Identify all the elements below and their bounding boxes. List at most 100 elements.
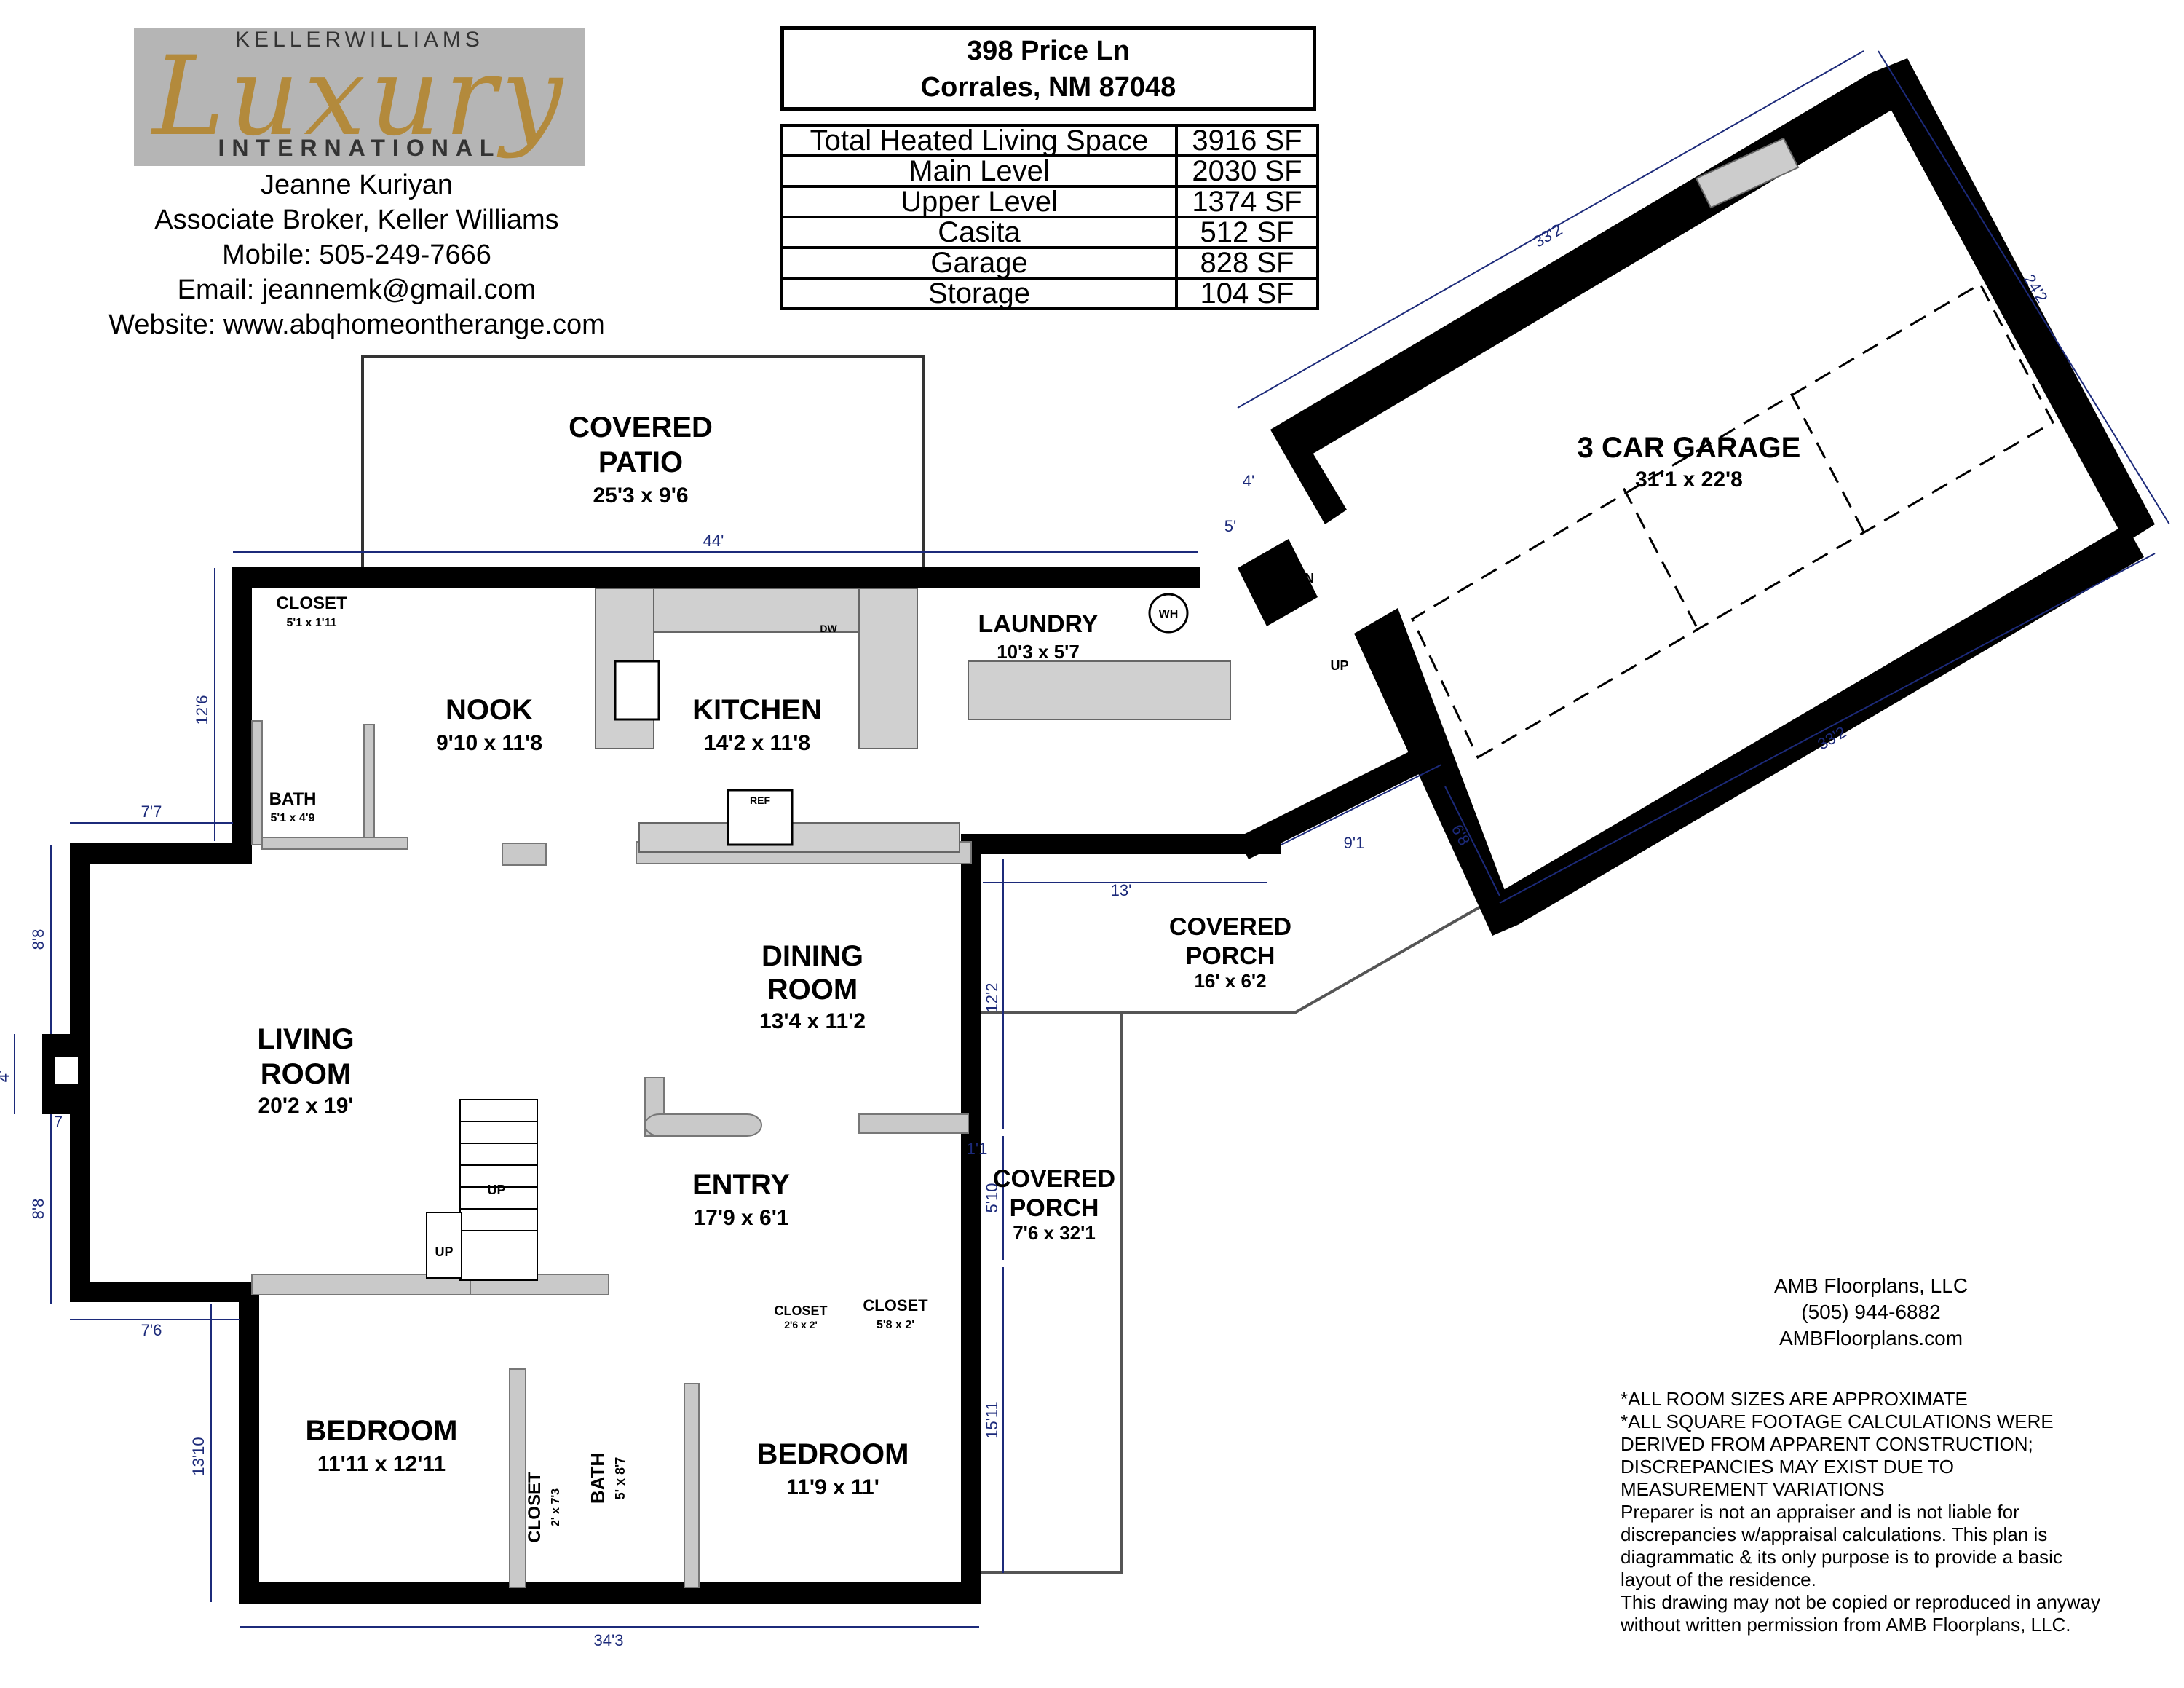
- address-line2: Corrales, NM 87048: [920, 72, 1176, 103]
- garage-wall-inner: [1354, 608, 1518, 936]
- garage-wall-east: [1871, 58, 2155, 543]
- closet-nw-size: 5'1 x 1'11: [286, 617, 336, 629]
- closet-nw-label: CLOSET: [276, 593, 347, 613]
- porch-ne-label-1: COVERED: [1169, 913, 1291, 941]
- sf-value: 512 SF: [1175, 216, 1319, 249]
- wall-living-north: [70, 843, 252, 864]
- wall-porch-north: [961, 834, 1281, 854]
- porch-ne-size: 16' x 6'2: [1194, 970, 1266, 992]
- note-line: layout of the residence.: [1621, 1569, 1816, 1590]
- dim-porch-top: 13': [1111, 881, 1132, 899]
- garage-dn-label: DN: [1295, 571, 1314, 585]
- porch-ne-outline: [1121, 894, 1500, 1014]
- note-line: *ALL ROOM SIZES ARE APPROXIMATE: [1621, 1388, 1968, 1410]
- porch-e-label-1: COVERED: [993, 1165, 1115, 1193]
- agent-email: Email: jeannemk@gmail.com: [177, 275, 537, 305]
- closet-entry-size: 5'8 x 2': [877, 1319, 914, 1331]
- dim-bed-e-height: 15'11: [983, 1401, 1001, 1439]
- sf-label: Upper Level: [780, 185, 1178, 218]
- dining-size: 13'4 x 11'2: [759, 1009, 866, 1033]
- closet-bed-label: CLOSET: [525, 1472, 545, 1543]
- wall-north: [232, 567, 1200, 588]
- dim-dining-east: 12'2: [983, 983, 1001, 1013]
- entry-label: ENTRY: [692, 1169, 790, 1201]
- dim-bottom: 34'3: [594, 1631, 624, 1649]
- garage-wall-north: [1270, 73, 1893, 466]
- agent-title: Associate Broker, Keller Williams: [154, 205, 559, 235]
- exterior-walls: [70, 567, 1281, 1604]
- stairs-up-label-2: UP: [435, 1245, 453, 1259]
- bath-s-size: 5' x 8'7: [613, 1457, 628, 1500]
- nook-label: NOOK: [446, 694, 533, 726]
- kitchen-size: 14'2 x 11'8: [704, 731, 810, 755]
- sf-label: Casita: [780, 216, 1178, 249]
- garage-label: 3 CAR GARAGE: [1578, 432, 1801, 464]
- sf-value: 104 SF: [1175, 277, 1319, 310]
- dim-bed-height: 13'10: [189, 1437, 207, 1475]
- wall-bed-west: [239, 1282, 259, 1602]
- agent-website: Website: www.abqhomeontherange.com: [108, 309, 605, 340]
- water-heater-icon: [1148, 593, 1189, 634]
- counter-east: [858, 588, 918, 749]
- bedroom-w-label: BEDROOM: [306, 1415, 458, 1447]
- logo-script-text: Luxury: [152, 33, 567, 160]
- note-line: DERIVED FROM APPARENT CONSTRUCTION;: [1621, 1433, 2033, 1455]
- dim-living-south: 8'8: [29, 1199, 47, 1220]
- garage-size: 31'1 x 22'8: [1635, 468, 1743, 492]
- kitchen-label: KITCHEN: [692, 694, 822, 726]
- wall-living-south: [70, 1282, 259, 1302]
- dining-label-1: DINING: [761, 940, 863, 972]
- wall-bed-north: [251, 1274, 471, 1295]
- staircase-icon: [426, 1099, 538, 1281]
- dim-garage-offset: 5': [1224, 517, 1236, 535]
- preparer-block: AMB Floorplans, LLC (505) 944-6882 AMBFl…: [1674, 1273, 2068, 1352]
- dim-porch-gap: 1'1: [967, 1140, 988, 1158]
- water-heater-label: WH: [1159, 608, 1179, 620]
- wall-nook-west: [232, 567, 252, 843]
- address-line1: 398 Price Ln: [967, 36, 1130, 66]
- agent-name: Jeanne Kuriyan: [260, 170, 454, 200]
- note-line: MEASUREMENT VARIATIONS: [1621, 1478, 1885, 1500]
- wall-closet-bed: [509, 1368, 526, 1588]
- dim-garage-link: 9'1: [1344, 834, 1365, 852]
- garage-walls: [1238, 58, 2155, 936]
- dim-entry-east: 5'10: [983, 1183, 1001, 1213]
- closet-entry-label: CLOSET: [863, 1296, 928, 1314]
- dim-garage-top: 33'2: [1530, 220, 1565, 251]
- preparer-web: AMBFloorplans.com: [1779, 1327, 1963, 1349]
- living-label-1: LIVING: [257, 1023, 354, 1055]
- refrigerator-icon: [727, 789, 794, 846]
- kitchen-counters: [595, 588, 1231, 853]
- preparer-name: AMB Floorplans, LLC: [1773, 1274, 1969, 1297]
- closet-entry-small-size: 2'6 x 2': [784, 1319, 818, 1330]
- sf-label: Total Heated Living Space: [780, 124, 1178, 157]
- sf-label: Garage: [780, 246, 1178, 280]
- bedroom-e-label: BEDROOM: [757, 1438, 909, 1470]
- laundry-size: 10'3 x 5'7: [997, 641, 1080, 663]
- porch-e-size: 7'6 x 32'1: [1013, 1222, 1096, 1244]
- note-line: without written permission from AMB Floo…: [1621, 1614, 2071, 1636]
- note-line: *ALL SQUARE FOOTAGE CALCULATIONS WERE: [1621, 1411, 2054, 1432]
- porch-e-label-2: PORCH: [1010, 1194, 1099, 1222]
- dim-fireplace-side: 7: [54, 1113, 63, 1131]
- sf-label: Main Level: [780, 154, 1178, 188]
- living-label-2: ROOM: [261, 1058, 351, 1090]
- bath-nw-label: BATH: [269, 789, 317, 809]
- wall-south: [239, 1582, 981, 1604]
- living-size: 20'2 x 19': [258, 1094, 353, 1118]
- laundry-counter: [968, 660, 1231, 720]
- patio-label-1: COVERED: [569, 411, 713, 443]
- agent-mobile: Mobile: 505-249-7666: [222, 240, 491, 270]
- dim-garage-step: 4': [1243, 472, 1254, 490]
- closet-bed-size: 2' x 7'3: [550, 1488, 562, 1526]
- wall-bath-s-east: [684, 1383, 700, 1588]
- dim-nook-west: 7'7: [141, 802, 162, 821]
- disclaimer-notes: *ALL ROOM SIZES ARE APPROXIMATE *ALL SQU…: [1621, 1388, 2145, 1636]
- dim-fireplace: 4': [0, 1070, 12, 1082]
- porch-ne-label-2: PORCH: [1186, 942, 1275, 970]
